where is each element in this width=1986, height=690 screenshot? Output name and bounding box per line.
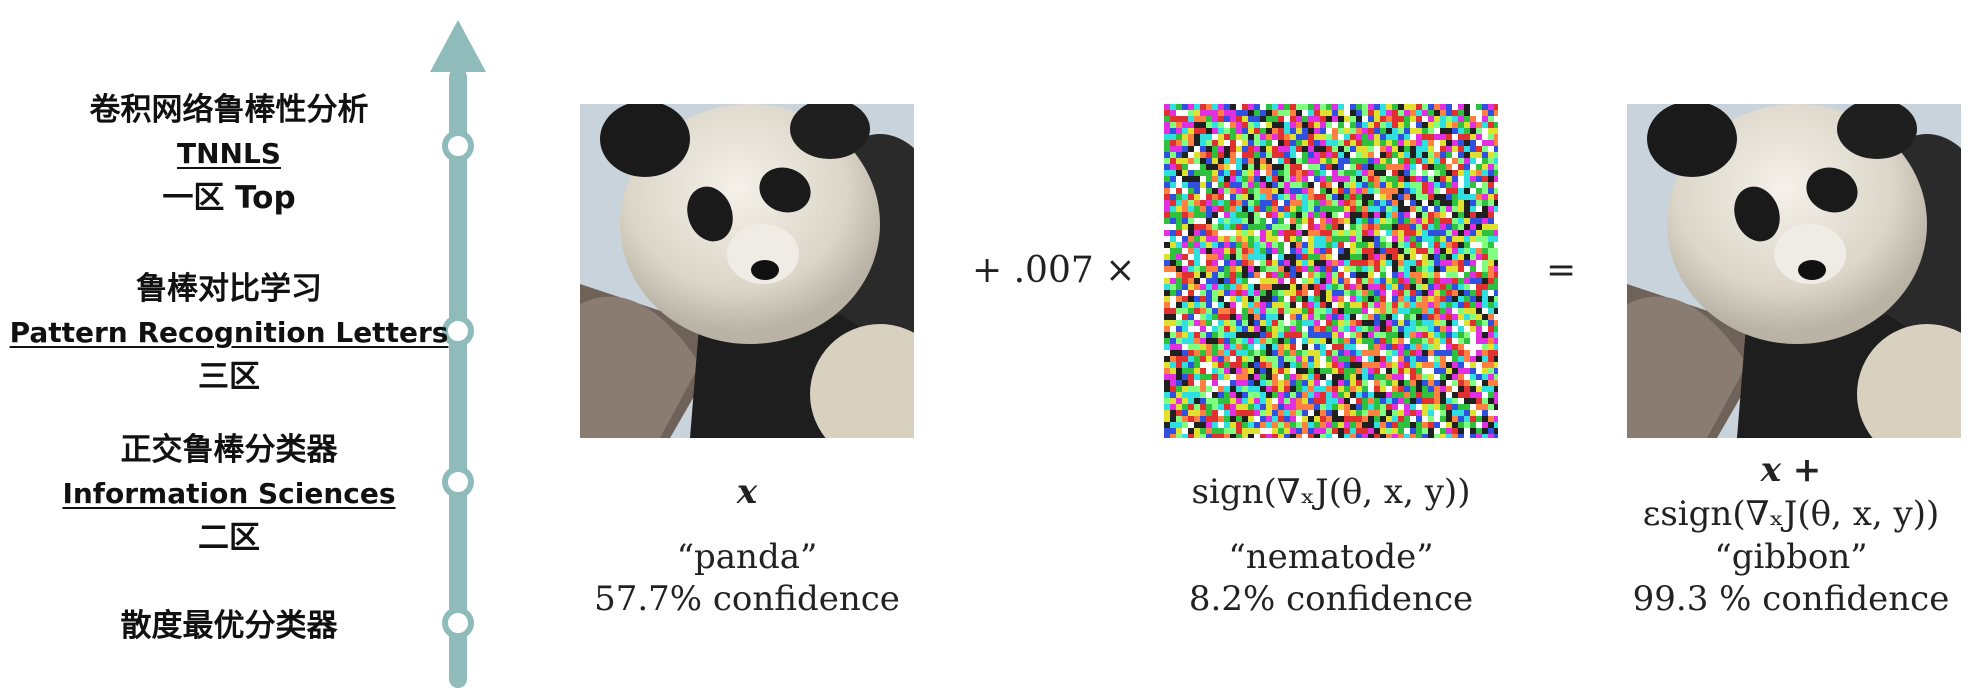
timeline-node[interactable] (442, 466, 474, 498)
class-label: “gibbon” (1714, 537, 1868, 577)
class-label: “panda” (676, 537, 818, 577)
entry-tier: 三区 (198, 359, 260, 395)
confidence-text: 57.7% confidence (594, 579, 900, 619)
entry-title: 鲁棒对比学习 (136, 271, 322, 307)
entry-tier: 二区 (198, 520, 260, 556)
panda-image (580, 104, 914, 438)
confidence-text: 99.3 % confidence (1632, 579, 1950, 619)
confidence-text: 8.2% confidence (1188, 579, 1474, 619)
adversarial-panda-image (1627, 104, 1961, 438)
entry-venue-link[interactable]: Information Sciences (62, 477, 396, 510)
entry-venue-link[interactable]: Pattern Recognition Letters (9, 316, 449, 349)
panel-caption: x + εsign(∇ₓJ(θ, x, y)) “gibbon” 99.3 % … (1596, 448, 1986, 620)
timeline-node[interactable] (442, 130, 474, 162)
noise-pattern-icon (1164, 104, 1498, 438)
class-label: “nematode” (1228, 537, 1434, 577)
timeline-entry: 正交鲁棒分类器 Information Sciences 二区 (0, 428, 458, 560)
noise-image (1164, 104, 1498, 438)
panel-caption: sign(∇ₓJ(θ, x, y)) “nematode” 8.2% confi… (1124, 470, 1538, 620)
equals-operator: = (1546, 250, 1577, 291)
panel-caption: x “panda” 57.7% confidence (580, 470, 914, 620)
timeline-arrow-head (430, 20, 486, 72)
entry-venue-link[interactable]: TNNLS (177, 137, 281, 170)
timeline: 卷积网络鲁棒性分析 TNNLS 一区 Top 鲁棒对比学习 Pattern Re… (0, 0, 520, 690)
timeline-bar (449, 68, 467, 688)
timeline-axis (430, 20, 486, 688)
entry-title: 散度最优分类器 (120, 608, 338, 644)
timeline-entry: 卷积网络鲁棒性分析 TNNLS 一区 Top (0, 88, 458, 220)
entry-title: 卷积网络鲁棒性分析 (89, 92, 369, 128)
timeline-node[interactable] (442, 315, 474, 347)
timeline-node[interactable] (442, 607, 474, 639)
math-expression: x + (1760, 450, 1822, 490)
entry-tier: 一区 Top (162, 180, 296, 216)
plus-operator: + .007 × (972, 250, 1136, 291)
timeline-entry: 鲁棒对比学习 Pattern Recognition Letters 三区 (0, 267, 458, 399)
panda-photo-icon (580, 104, 914, 438)
math-expression: εsign(∇ₓJ(θ, x, y)) (1642, 494, 1940, 534)
math-expression: sign(∇ₓJ(θ, x, y)) (1191, 472, 1471, 512)
entry-title: 正交鲁棒分类器 (120, 432, 338, 468)
math-expression: x (736, 472, 758, 512)
panda-photo-icon (1627, 104, 1961, 438)
timeline-entry: 散度最优分类器 (0, 604, 458, 648)
